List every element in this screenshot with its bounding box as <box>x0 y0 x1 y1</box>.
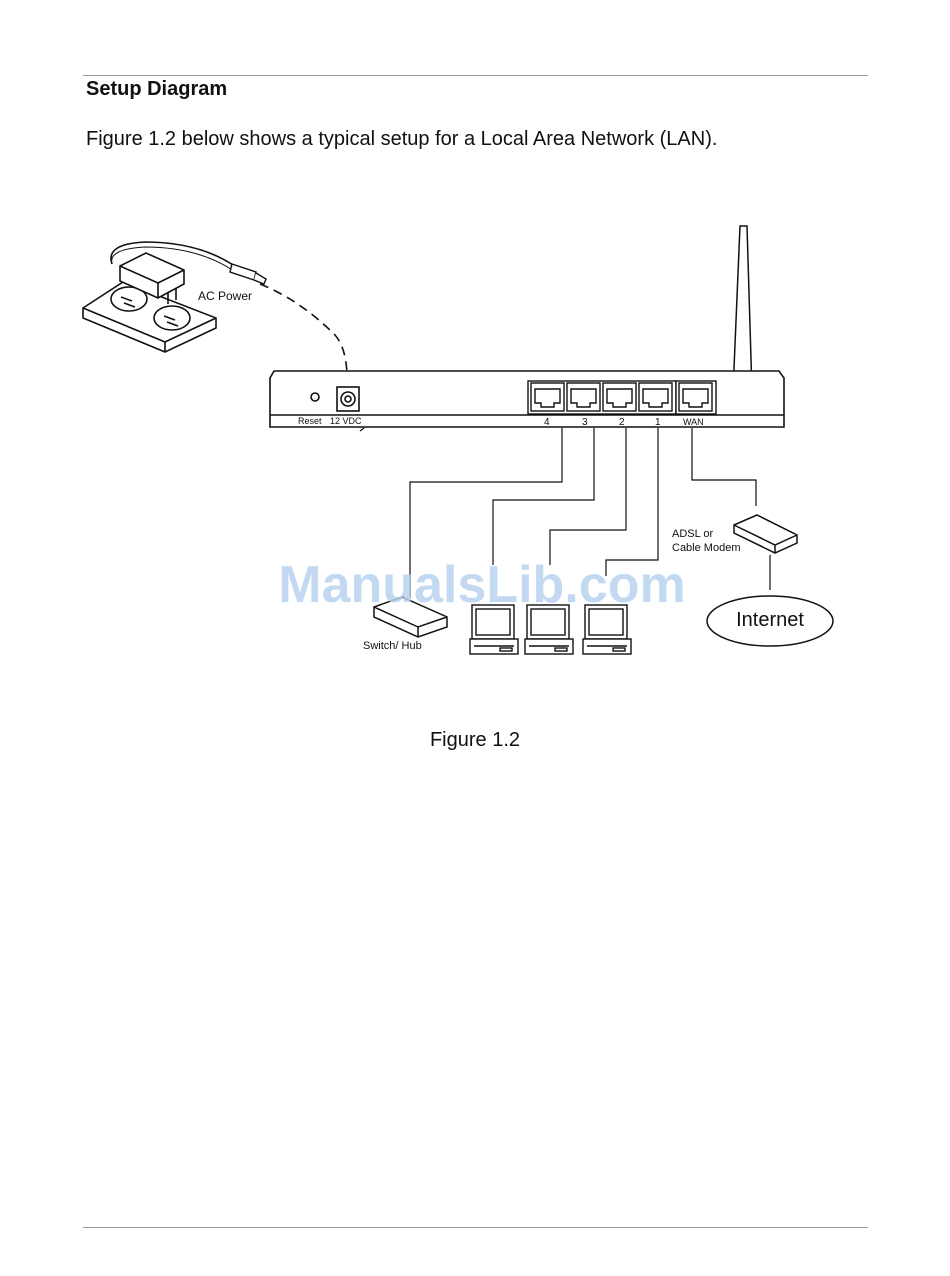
switch-hub-label: Switch/ Hub <box>363 640 422 652</box>
port-label-3: 3 <box>582 417 588 428</box>
vdc-label: 12 VDC <box>330 416 362 426</box>
internet-label: Internet <box>736 609 804 631</box>
modem-label-line2: Cable Modem <box>672 542 740 554</box>
setup-diagram: AC Power Reset 12 VDC 4 3 2 1 WAN <box>0 0 950 700</box>
figure-caption: Figure 1.2 <box>0 727 950 753</box>
port-label-2: 2 <box>619 417 625 428</box>
watermark: ManualsLib.com <box>278 556 685 614</box>
port-label-4: 4 <box>544 417 550 428</box>
lan-ports <box>528 381 676 414</box>
wan-port <box>676 381 716 414</box>
reset-button <box>311 393 319 401</box>
bottom-rule <box>83 1227 868 1228</box>
reset-label: Reset <box>298 416 322 426</box>
wan-label: WAN <box>683 417 704 427</box>
port-label-1: 1 <box>655 417 661 428</box>
power-connection-dashed <box>260 284 347 384</box>
modem-device <box>734 515 797 553</box>
modem-label-line1: ADSL or <box>672 528 714 540</box>
dc-plug <box>230 264 266 284</box>
ac-power-label: AC Power <box>198 289 252 303</box>
